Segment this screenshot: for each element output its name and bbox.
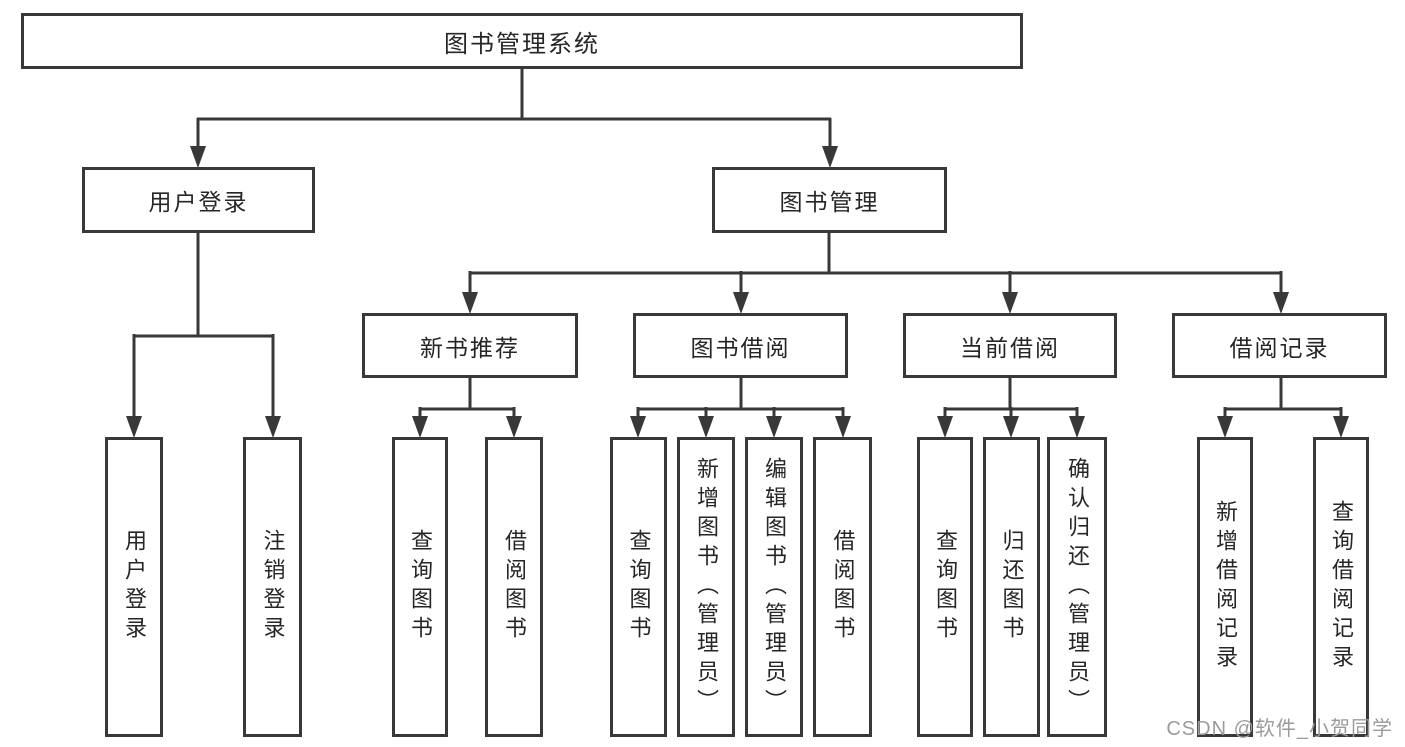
- leaf-label: 编辑图书（管理员）: [762, 456, 787, 718]
- node-label: 图书借阅: [690, 334, 791, 361]
- leaf-query-books-recommend: 查询图书: [392, 437, 448, 737]
- leaf-borrow-books: 借阅图书: [813, 437, 872, 737]
- leaf-add-books-admin: 新增图书（管理员）: [677, 437, 735, 737]
- leaf-query-borrow-record: 查询借阅记录: [1313, 437, 1369, 737]
- leaf-label: 查询借阅记录: [1329, 500, 1354, 674]
- leaf-label: 用户登录: [122, 529, 147, 645]
- node-current-borrowing: 当前借阅: [903, 313, 1117, 378]
- node-label: 当前借阅: [960, 334, 1060, 361]
- leaf-borrow-books-recommend: 借阅图书: [485, 437, 543, 737]
- leaf-label: 查询图书: [933, 529, 958, 645]
- leaf-label: 借阅图书: [830, 529, 856, 645]
- leaf-label: 借阅图书: [502, 529, 527, 645]
- leaf-edit-books-admin: 编辑图书（管理员）: [745, 437, 803, 737]
- leaf-label: 归还图书: [999, 529, 1025, 645]
- leaf-confirm-return-admin: 确认归还（管理员）: [1047, 437, 1107, 737]
- leaf-add-borrow-record: 新增借阅记录: [1197, 437, 1253, 737]
- node-label: 图书管理: [779, 189, 880, 215]
- leaf-label: 注销登录: [260, 529, 286, 645]
- node-label: 用户登录: [148, 189, 249, 215]
- node-book-management: 图书管理: [712, 167, 947, 233]
- node-borrowing-records: 借阅记录: [1172, 313, 1387, 378]
- leaf-label: 确认归还（管理员）: [1065, 456, 1090, 718]
- leaf-label: 查询图书: [408, 529, 433, 645]
- node-label: 新书推荐: [420, 334, 520, 361]
- leaf-logout: 注销登录: [243, 437, 302, 737]
- leaf-user-login: 用户登录: [105, 437, 163, 737]
- leaf-query-books-current: 查询图书: [917, 437, 973, 737]
- leaf-label: 查询图书: [626, 529, 652, 645]
- node-book-borrowing: 图书借阅: [633, 313, 848, 378]
- watermark: CSDN @软件_小贺同学: [1166, 718, 1393, 740]
- node-library-management-system: 图书管理系统: [21, 13, 1023, 69]
- leaf-label: 新增图书（管理员）: [694, 456, 719, 718]
- node-label: 借阅记录: [1229, 334, 1330, 361]
- node-label: 图书管理系统: [444, 30, 600, 58]
- leaf-query-books-borrowing: 查询图书: [610, 437, 667, 737]
- leaf-label: 新增借阅记录: [1213, 500, 1238, 674]
- node-new-book-recommend: 新书推荐: [362, 313, 578, 378]
- leaf-return-books: 归还图书: [983, 437, 1040, 737]
- node-user-login: 用户登录: [82, 167, 315, 233]
